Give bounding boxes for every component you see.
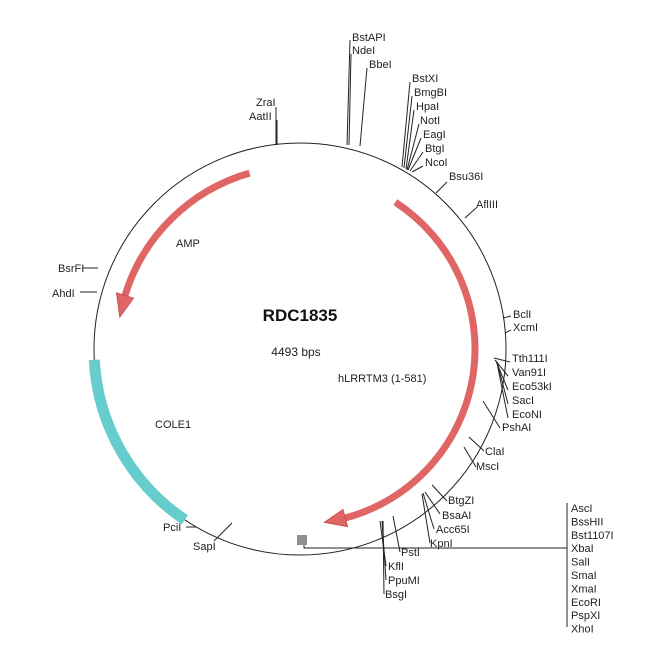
site-label-bmgbi[interactable]: BmgBI [414, 87, 447, 99]
site-label-eco53ki[interactable]: Eco53kI [512, 381, 552, 393]
feature-hlrrtm3-arrow-arrowhead [323, 508, 349, 528]
mcs-site-bst1107i[interactable]: Bst1107I [571, 530, 614, 542]
site-label-bstapi[interactable]: BstAPI [352, 32, 386, 44]
site-label-bsaai[interactable]: BsaAI [442, 510, 471, 522]
feature-cole1-arc [88, 359, 188, 525]
site-label-afliii[interactable]: AflIII [476, 199, 498, 211]
site-tick-econi [496, 362, 509, 419]
mcs-site-xhoi[interactable]: XhoI [571, 624, 594, 636]
site-label-tth111i[interactable]: Tth111I [512, 353, 548, 365]
site-label-bstxi[interactable]: BstXI [412, 73, 438, 85]
site-tick-bsu36i [435, 181, 448, 194]
site-tick-btgzi [431, 484, 448, 502]
site-tick-bstxi [401, 81, 411, 168]
site-label-acc65i[interactable]: Acc65I [436, 524, 470, 536]
site-tick-psti [392, 515, 401, 553]
site-tick-pshai [482, 400, 501, 429]
feature-label-hlrrtm3: hLRRTM3 (1-581) [338, 373, 426, 385]
site-label-aatii[interactable]: AatII [249, 111, 272, 123]
site-label-ncoi[interactable]: NcoI [425, 157, 448, 169]
mcs-site-asci[interactable]: AscI [571, 503, 592, 515]
site-label-noti[interactable]: NotI [420, 115, 440, 127]
feature-hlrrtm3-arrow [344, 199, 479, 522]
site-tick-bsaai [424, 491, 441, 515]
site-tick-noti [406, 123, 420, 171]
feature-label-cole1: COLE1 [155, 419, 191, 431]
site-tick-ndei [348, 53, 352, 146]
site-label-econi[interactable]: EcoNI [512, 409, 542, 421]
site-tick-kpni [421, 493, 431, 544]
site-tick-bcli [502, 315, 512, 319]
site-label-hpai[interactable]: HpaI [416, 101, 439, 113]
plasmid-name: RDC1835 [263, 306, 338, 325]
site-tick-clai [468, 436, 485, 452]
site-label-ppumi[interactable]: PpuMI [388, 575, 420, 587]
mcs-site-pspxi[interactable]: PspXI [571, 610, 600, 622]
site-label-bsgi[interactable]: BsgI [385, 589, 407, 601]
site-label-eagi[interactable]: EagI [423, 129, 446, 141]
site-label-kpni[interactable]: KpnI [430, 538, 453, 550]
site-tick-saci [496, 361, 509, 405]
site-label-bbei[interactable]: BbeI [369, 59, 392, 71]
site-tick-afliii [464, 207, 477, 219]
site-label-bcli[interactable]: BclI [513, 309, 531, 321]
site-label-xcmi[interactable]: XcmI [513, 322, 538, 334]
site-tick-tth111i [493, 357, 511, 363]
site-tick-ncoi [411, 165, 424, 173]
mcs-site-xmai[interactable]: XmaI [571, 583, 597, 595]
site-tick-bbei [359, 67, 368, 147]
mcs-leader-line [303, 545, 567, 549]
site-tick-acc65i [422, 492, 435, 530]
site-label-zrai[interactable]: ZraI [256, 97, 276, 109]
mcs-site-xbai[interactable]: XbaI [571, 543, 594, 555]
site-tick-eagi [407, 137, 422, 171]
site-tick-bmgbi [403, 95, 413, 169]
mcs-site-ecori[interactable]: EcoRI [571, 597, 601, 609]
site-label-van91i[interactable]: Van91I [512, 367, 546, 379]
site-label-clai[interactable]: ClaI [485, 446, 505, 458]
site-tick-bsgi [382, 520, 385, 595]
site-label-kfli[interactable]: KflI [388, 561, 404, 573]
site-tick-hpai [405, 109, 415, 170]
site-label-btgi[interactable]: BtgI [425, 143, 445, 155]
site-label-pshai[interactable]: PshAI [502, 422, 531, 434]
mcs-site-bsshii[interactable]: BssHII [571, 516, 603, 528]
mcs-site-smai[interactable]: SmaI [571, 570, 597, 582]
site-tick-xcmi [504, 329, 512, 334]
site-tick-sapi [213, 522, 233, 542]
plasmid-size: 4493 bps [271, 345, 320, 359]
site-label-ndei[interactable]: NdeI [352, 45, 375, 57]
mcs-site-sali[interactable]: SalI [571, 557, 590, 569]
backbone-circle [93, 142, 507, 556]
site-label-bsrfi[interactable]: BsrFI [58, 263, 84, 275]
site-label-bsu36i[interactable]: Bsu36I [449, 171, 483, 183]
site-tick-btgi [409, 151, 424, 172]
site-label-btgzi[interactable]: BtgZI [448, 495, 474, 507]
site-label-saci[interactable]: SacI [512, 395, 534, 407]
site-label-pcii[interactable]: PciI [163, 522, 181, 534]
feature-label-amp: AMP [176, 238, 200, 250]
feature-amp-arrow [121, 169, 251, 297]
site-label-sapi[interactable]: SapI [193, 541, 216, 553]
site-label-msci[interactable]: MscI [476, 461, 499, 473]
feature-amp-arrow-arrowhead [115, 292, 135, 319]
site-tick-msci [463, 446, 477, 468]
site-label-ahdi[interactable]: AhdI [52, 288, 75, 300]
site-tick-bstapi [346, 39, 351, 146]
site-label-psti[interactable]: PstI [401, 547, 420, 559]
